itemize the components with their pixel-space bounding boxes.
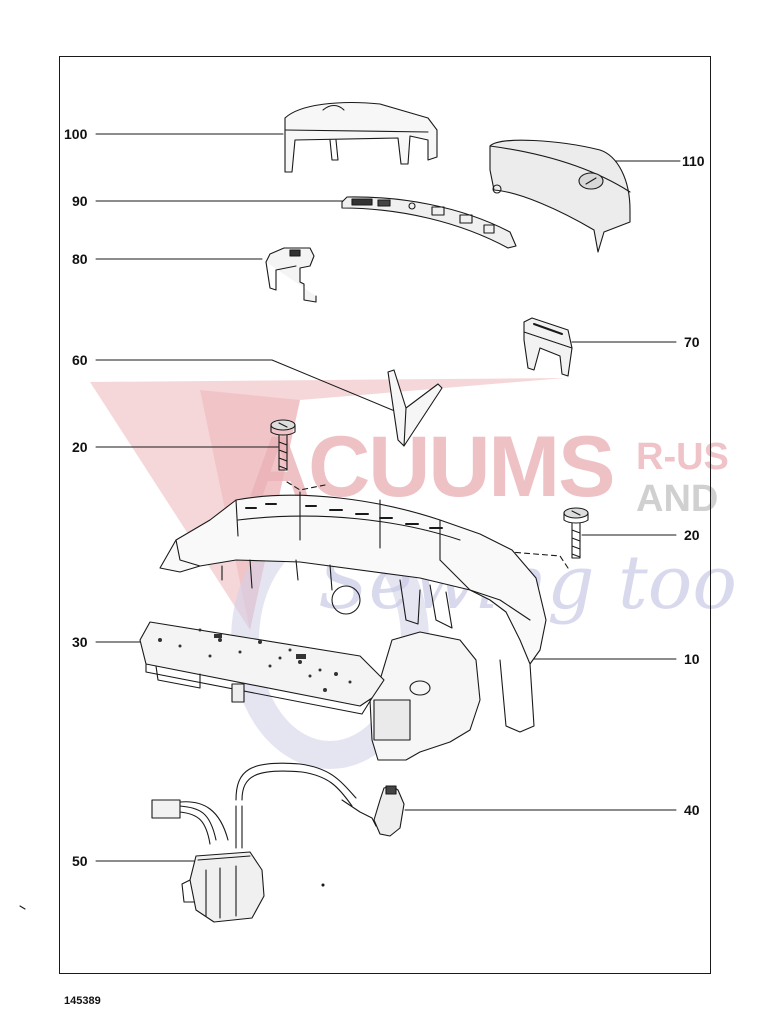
diagram-reference-number: 145389 bbox=[64, 995, 101, 1007]
watermark-side-bottom: AND bbox=[636, 478, 719, 520]
callout-100: 100 bbox=[64, 126, 88, 142]
callout-110: 110 bbox=[682, 153, 705, 169]
stray-dot bbox=[321, 883, 325, 887]
diagram-frame bbox=[59, 56, 711, 974]
callout-30: 30 bbox=[72, 634, 88, 650]
watermark-v-shape bbox=[90, 378, 565, 630]
part-80-button bbox=[265, 247, 317, 303]
part-60-v-spring bbox=[387, 369, 443, 447]
part-20-screw-left bbox=[270, 419, 326, 491]
callout-10: 10 bbox=[684, 651, 700, 667]
part-100-handle-cover bbox=[284, 102, 438, 173]
part-70-slider-button bbox=[523, 317, 573, 377]
callout-70: 70 bbox=[684, 334, 700, 350]
part-40-wiring bbox=[235, 762, 405, 837]
callout-90: 90 bbox=[72, 193, 88, 209]
leader-lines bbox=[95, 133, 681, 862]
callout-80: 80 bbox=[72, 251, 88, 267]
stray-mark bbox=[19, 905, 26, 910]
watermark-side-top: R-US bbox=[636, 436, 729, 478]
leader-60 bbox=[95, 359, 403, 415]
callout-20-left: 20 bbox=[72, 439, 88, 455]
callout-40: 40 bbox=[684, 802, 700, 818]
part-110-side-cover bbox=[489, 139, 631, 253]
callout-60: 60 bbox=[72, 352, 88, 368]
callout-20-right: 20 bbox=[684, 527, 700, 543]
part-10-chassis bbox=[159, 491, 547, 761]
callout-50: 50 bbox=[72, 853, 88, 869]
part-30-pcb bbox=[139, 621, 385, 715]
part-90-control-strip bbox=[341, 196, 517, 249]
part-20-screw-right bbox=[509, 507, 589, 569]
part-50-connector bbox=[151, 799, 265, 923]
